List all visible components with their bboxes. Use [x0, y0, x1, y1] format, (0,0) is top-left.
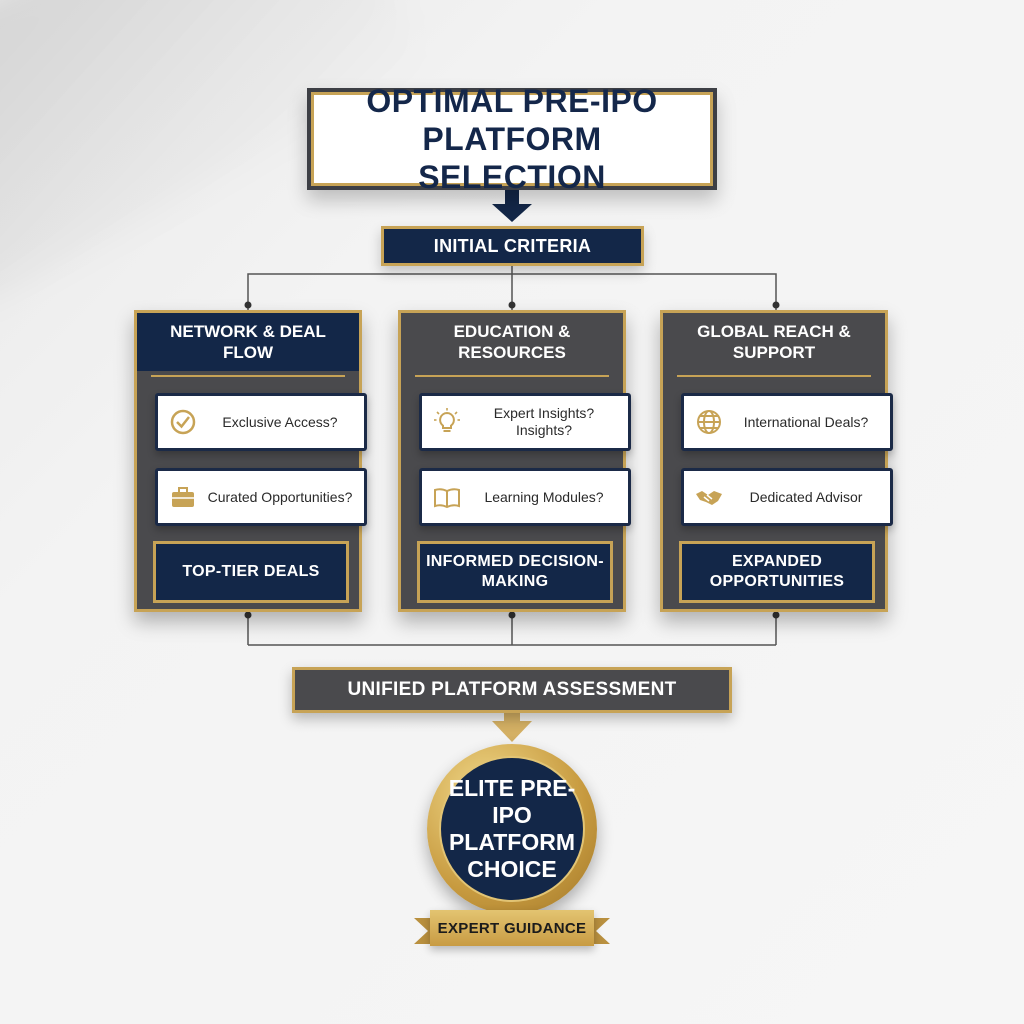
criterion-text: Expert Insights? Insights? [493, 405, 595, 438]
criterion-text: Exclusive Access? [222, 413, 338, 430]
pillar-education-resources: EDUCATION & RESOURCES Expert Insights? I… [398, 310, 631, 612]
divider [415, 375, 609, 377]
pillar-global-reach-support: GLOBAL REACH & SUPPORT International Dea… [660, 310, 893, 612]
criterion-card: Expert Insights? Insights? [419, 393, 631, 451]
criterion-card: Dedicated Advisor [681, 468, 893, 526]
pillar-network-deal-flow: NETWORK & DEAL FLOW Exclusive Access? Cu… [134, 310, 367, 612]
medal-text: ELITE PRE-IPO PLATFORM CHOICE [439, 756, 585, 902]
criterion-text: Dedicated Advisor [749, 488, 863, 505]
medal-badge: ELITE PRE-IPO PLATFORM CHOICE [427, 744, 597, 914]
initial-criteria-bar: INITIAL CRITERIA [381, 226, 644, 266]
criterion-card: International Deals? [681, 393, 893, 451]
pillar-heading: EDUCATION & RESOURCES [453, 322, 571, 362]
unified-assessment-bar: UNIFIED PLATFORM ASSESSMENT [292, 667, 732, 713]
checkmark-circle-icon [170, 409, 196, 435]
outcome-box: INFORMED DECISION-MAKING [417, 541, 613, 603]
outcome-box: TOP-TIER DEALS [153, 541, 349, 603]
briefcase-icon [172, 487, 194, 507]
page-title: OPTIMAL PRE-IPO PLATFORM SELECTION [311, 83, 713, 195]
pillar-heading: GLOBAL REACH & SUPPORT [697, 322, 851, 362]
down-arrow-icon [492, 190, 532, 222]
pillar-heading: NETWORK & DEAL FLOW [137, 313, 359, 371]
down-arrow-gold-icon [492, 713, 532, 742]
globe-icon [697, 410, 721, 434]
divider [151, 375, 345, 377]
criterion-card: Curated Opportunities? [155, 468, 367, 526]
criterion-card: Learning Modules? [419, 468, 631, 526]
lightbulb-icon [434, 408, 460, 432]
title-box: OPTIMAL PRE-IPO PLATFORM SELECTION [307, 83, 717, 195]
criterion-card: Exclusive Access? [155, 393, 367, 451]
criterion-text: Curated Opportunities? [207, 488, 353, 505]
handshake-icon [696, 491, 722, 505]
expert-guidance-ribbon: EXPERT GUIDANCE [430, 910, 594, 946]
criterion-text: Learning Modules? [484, 488, 604, 505]
criterion-text: International Deals? [743, 413, 869, 430]
divider [677, 375, 871, 377]
outcome-box: EXPANDED OPPORTUNITIES [679, 541, 875, 603]
open-book-icon [434, 488, 460, 509]
